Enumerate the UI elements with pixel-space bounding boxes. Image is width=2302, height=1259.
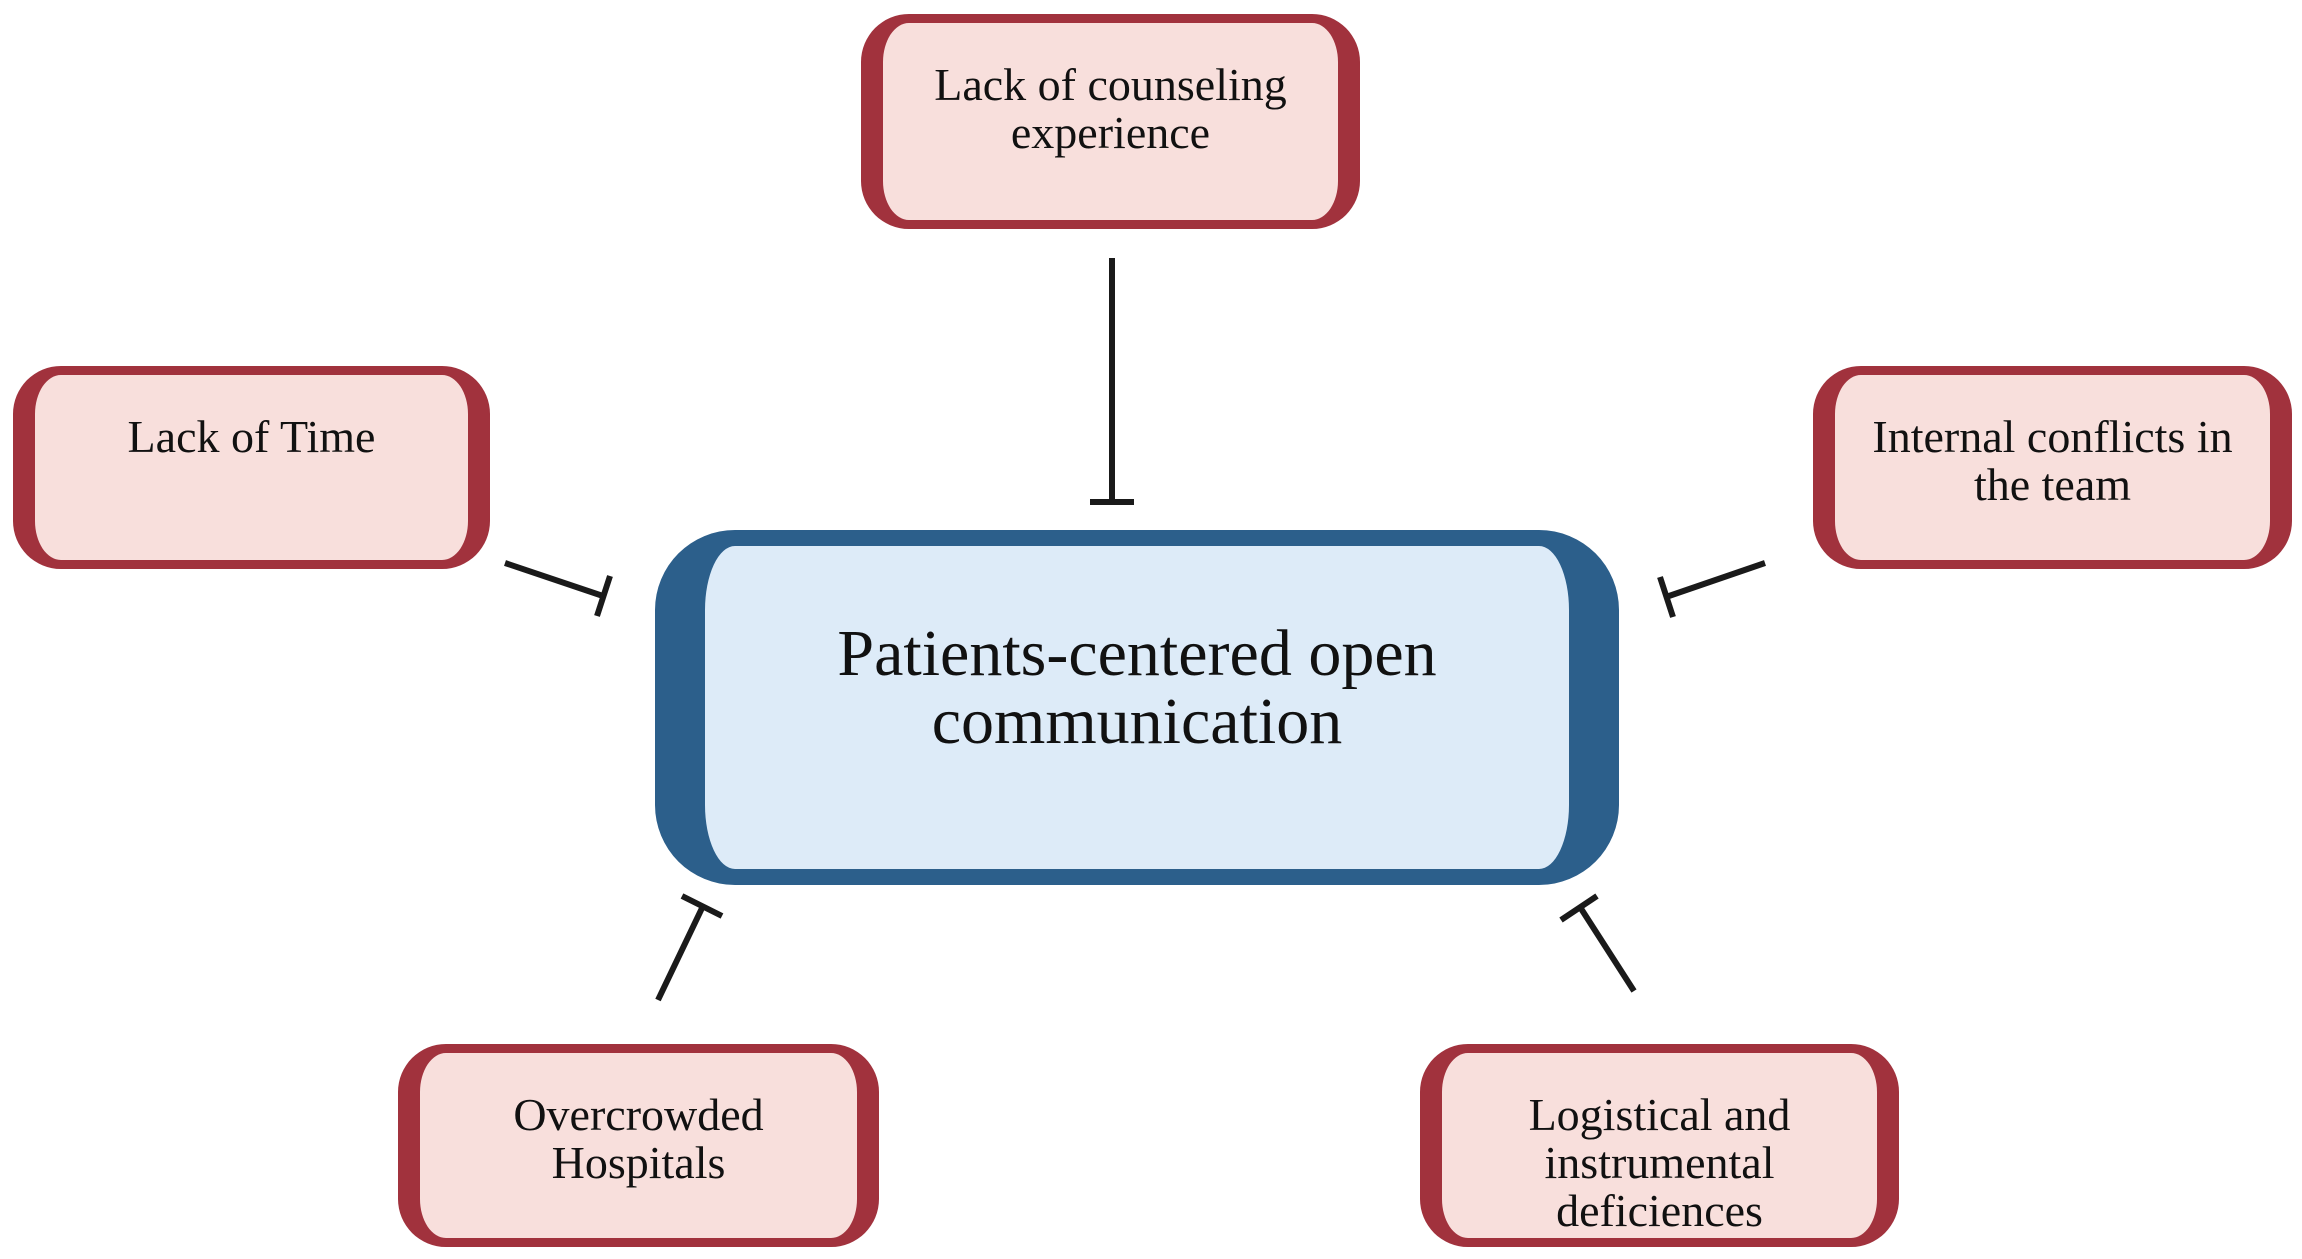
barrier-conflicts: Internal conflicts in the team xyxy=(1813,366,2292,569)
barrier-counseling: Lack of counseling experience xyxy=(861,14,1360,229)
barrier-logistical-label: Logistical and instrumental deficiences xyxy=(1528,1089,1791,1236)
barrier-counseling-label: Lack of counseling experience xyxy=(934,59,1287,158)
barrier-conflicts-label: Internal conflicts in the team xyxy=(1872,411,2233,510)
inhibitor-time xyxy=(504,560,613,617)
barrier-overcrowded: Overcrowded Hospitals xyxy=(398,1044,879,1247)
center-node-label: Patients-centered open communication xyxy=(837,616,1437,758)
inhibitor-logistical xyxy=(1559,893,1637,993)
inhibitor-conflicts xyxy=(1657,560,1766,618)
barrier-time: Lack of Time xyxy=(13,366,490,569)
inhibitor-counseling xyxy=(1090,258,1134,505)
barrier-logistical: Logistical and instrumental deficiences xyxy=(1420,1044,1899,1247)
inhibitor-overcrowded xyxy=(655,893,724,1002)
barrier-overcrowded-label: Overcrowded Hospitals xyxy=(513,1089,764,1188)
barrier-time-label: Lack of Time xyxy=(127,411,376,462)
center-node: Patients-centered open communication xyxy=(655,530,1619,885)
